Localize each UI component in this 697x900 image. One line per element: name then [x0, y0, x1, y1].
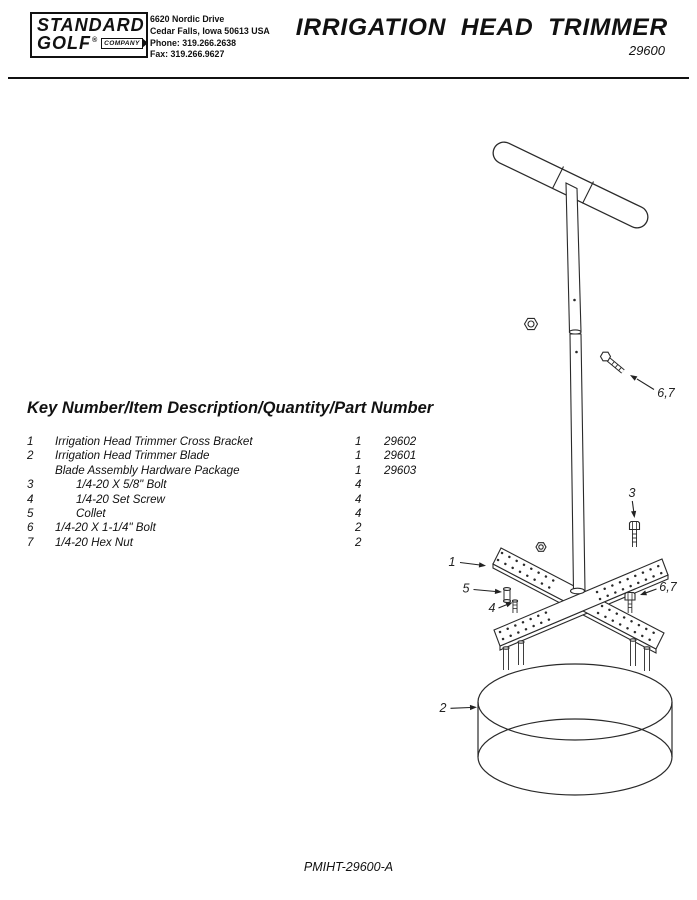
key-number: 4 [27, 492, 34, 506]
item-description: 1/4-20 X 1-1/4" Bolt [55, 521, 156, 535]
key-number [27, 464, 55, 478]
item-description: 1/4-20 Set Screw [76, 492, 165, 506]
key-number: 3 [27, 478, 34, 492]
title-block: IRRIGATION HEAD TRIMMER 29600 [296, 14, 668, 58]
quantity: 1 [355, 435, 362, 448]
key-number: 2 [27, 449, 34, 463]
callout-label: 2 [439, 701, 447, 715]
parts-row: 3 1/4-20 X 5/8" Bolt 4 [27, 478, 447, 492]
bolt-3 [628, 520, 641, 547]
part-number: 29601 [384, 449, 417, 463]
part-number [377, 478, 447, 492]
cross-bracket [492, 547, 669, 654]
parts-row: 1 Irrigation Head Trimmer Cross Bracket … [27, 435, 447, 449]
company-logo: STANDARD GOLF ® COMPANY [30, 12, 148, 58]
callout-label: 1 [449, 555, 456, 569]
callout-label: 5 [463, 582, 470, 596]
logo-golf-row: GOLF ® COMPANY [37, 33, 143, 53]
part-number: 29603 [384, 463, 417, 477]
parts-row: 2 Irrigation Head Trimmer Blade 1 29601 [27, 449, 447, 463]
model-number: 29600 [628, 43, 665, 58]
registered-mark: ® [92, 36, 98, 44]
item-description: Irrigation Head Trimmer Cross Bracket [55, 435, 253, 448]
mounting-studs [502, 638, 651, 671]
address-line: Phone: 319.266.2638 [150, 37, 237, 48]
logo-golf-text: GOLF [37, 33, 91, 53]
item-description: 1/4-20 Hex Nut [55, 535, 133, 549]
callout-label: 4 [489, 601, 496, 615]
address-line: Cedar Falls, Iowa 50613 USA [150, 25, 270, 36]
item-description: Collet [76, 507, 106, 521]
part-number [377, 521, 447, 535]
collet-5 [502, 587, 512, 603]
company-address: 6620 Nordic Drive Cedar Falls, Iowa 5061… [150, 14, 270, 61]
hub-collar [569, 587, 586, 595]
callout-label: 6,7 [659, 580, 677, 594]
address-line: 6620 Nordic Drive [150, 14, 225, 24]
parts-row: 4 1/4-20 Set Screw 4 [27, 493, 447, 507]
hex-nut [523, 317, 539, 331]
callout-label: 6,7 [657, 386, 675, 400]
quantity: 2 [355, 521, 362, 535]
address-line: Fax: 319.266.9627 [150, 49, 225, 60]
logo-company-banner: COMPANY [101, 37, 143, 49]
callout-label: 3 [629, 486, 636, 500]
bolt-6-7-lower [624, 591, 636, 613]
page-title: IRRIGATION HEAD TRIMMER [295, 14, 668, 41]
bolt-6-7-upper [599, 351, 625, 374]
part-number [377, 493, 447, 507]
hex-nut-small [535, 542, 547, 552]
footer: PMIHT-29600-A [0, 860, 697, 874]
parts-row: 7 1/4-20 Hex Nut 2 [27, 536, 447, 550]
blade-ring [477, 663, 673, 796]
key-number: 1 [27, 435, 34, 448]
hardware [502, 317, 651, 671]
header-divider [8, 77, 689, 79]
parts-row: Blade Assembly Hardware Package 1 29603 [27, 464, 447, 478]
item-description: Irrigation Head Trimmer Blade [55, 449, 210, 463]
shaft [565, 182, 586, 595]
key-number: 5 [27, 507, 34, 521]
key-number: 6 [27, 521, 34, 535]
quantity: 4 [355, 507, 362, 521]
parts-row: 6 1/4-20 X 1-1/4" Bolt 2 [27, 521, 447, 535]
logo-standard-text: STANDARD [37, 15, 145, 35]
quantity: 4 [355, 478, 362, 492]
item-description: 1/4-20 X 5/8" Bolt [76, 478, 167, 492]
parts-list-heading: Key Number/Item Description/Quantity/Par… [27, 399, 434, 417]
doc-number: PMIHT-29600-A [303, 860, 394, 874]
quantity: 4 [355, 492, 362, 506]
part-number [377, 536, 447, 550]
item-description: Blade Assembly Hardware Package [55, 463, 240, 477]
quantity: 1 [355, 449, 362, 463]
handle [492, 141, 649, 229]
part-number: 29602 [384, 435, 417, 448]
callouts: 6,7 3 1 5 4 6,7 2 [439, 375, 678, 715]
quantity: 1 [355, 463, 362, 477]
parts-table: 1 Irrigation Head Trimmer Cross Bracket … [27, 435, 447, 550]
quantity: 2 [355, 535, 362, 549]
parts-row: 5 Collet 4 [27, 507, 447, 521]
key-number: 7 [27, 535, 34, 549]
part-number [377, 507, 447, 521]
bracket-perforations [496, 551, 666, 644]
set-screw-4 [511, 599, 519, 613]
